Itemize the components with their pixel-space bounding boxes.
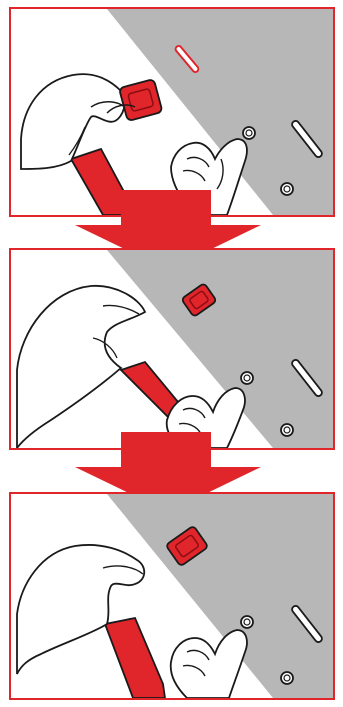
hand-icon [165, 387, 246, 448]
screw-icon [280, 671, 294, 685]
step-1-panel [9, 7, 335, 217]
screw-icon [242, 126, 256, 140]
gray-panel-surface [107, 494, 333, 698]
strap-icon [69, 147, 132, 215]
screw-icon [280, 182, 294, 196]
slot-icon [291, 120, 323, 158]
slot-icon [174, 45, 200, 73]
slot-icon [291, 605, 323, 643]
tab-icon [166, 526, 208, 566]
screw-icon [280, 423, 294, 437]
screw-icon [240, 371, 254, 385]
hand-icon [16, 544, 146, 675]
hand-icon [20, 73, 126, 170]
step-3-panel [9, 492, 335, 700]
gray-panel-surface [107, 9, 333, 215]
slot-icon [291, 359, 323, 397]
tab-icon [119, 79, 163, 121]
hand-icon [16, 285, 147, 448]
screw-icon [240, 615, 254, 629]
hand-icon [170, 138, 248, 215]
hand-icon [169, 629, 248, 698]
step-2-panel [9, 248, 335, 450]
strap-icon [103, 616, 166, 698]
gray-panel-surface [107, 250, 333, 448]
tab-icon [181, 283, 217, 317]
